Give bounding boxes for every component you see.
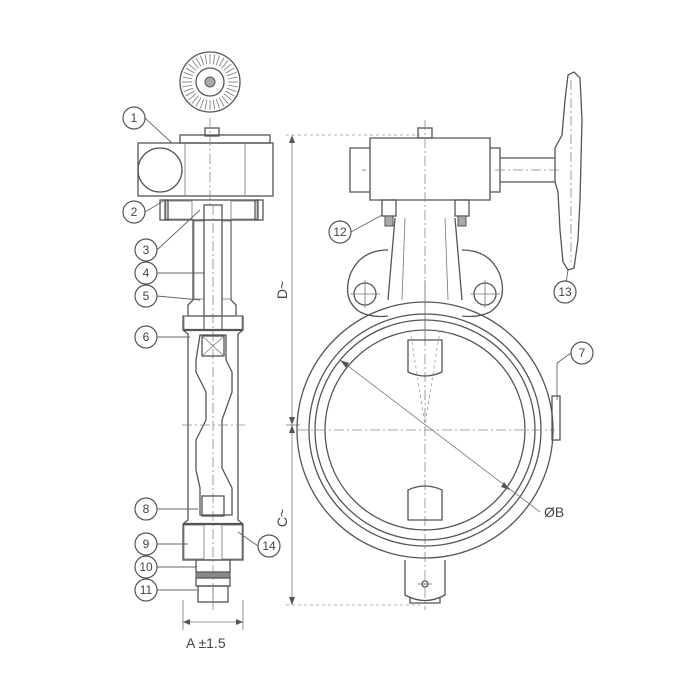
valve-body-section xyxy=(182,315,245,561)
balloon-13: 13 xyxy=(553,280,577,304)
disc-front xyxy=(407,329,443,521)
dial-tick xyxy=(215,55,220,66)
gearbox-front xyxy=(349,120,560,610)
dial-tick xyxy=(212,54,216,65)
neck-and-shaft xyxy=(187,204,237,610)
bottom-boss-front xyxy=(404,560,446,604)
dial-tick xyxy=(200,98,205,109)
bottom-plug xyxy=(195,559,231,603)
nameplate xyxy=(551,395,561,441)
dial-tick xyxy=(183,72,194,77)
balloon-2: 2 xyxy=(122,200,146,224)
balloon-14-label: 14 xyxy=(262,539,276,553)
dial-tick xyxy=(200,55,205,66)
dial-tick xyxy=(227,76,238,80)
dial-tick xyxy=(218,57,225,67)
side-view: A ±1.5 xyxy=(137,51,274,651)
dimension-c-label: C~ xyxy=(274,509,290,527)
balloon-7: 7 xyxy=(570,341,594,365)
dial-tick xyxy=(183,87,194,92)
balloon-3: 3 xyxy=(134,238,158,262)
balloon-8: 8 xyxy=(134,497,158,521)
dial-tick xyxy=(215,98,220,109)
balloon-7-label: 7 xyxy=(579,346,586,360)
neck-front xyxy=(387,217,463,301)
dial-tick xyxy=(191,60,199,69)
dimension-a: A ±1.5 xyxy=(182,600,244,651)
dial-tick xyxy=(195,97,202,107)
dimension-d-c: D~ C~ xyxy=(274,134,420,606)
balloon-13-label: 13 xyxy=(558,285,572,299)
dial-tick xyxy=(185,90,195,97)
balloon-6-label: 6 xyxy=(143,330,150,344)
dial-tick xyxy=(185,67,195,74)
dimension-b: ØB xyxy=(339,359,564,520)
balloon-10: 10 xyxy=(134,555,158,579)
dial-tick xyxy=(204,54,208,65)
dial-tick xyxy=(225,90,235,97)
mounting-flange xyxy=(159,199,264,221)
gearbox-side xyxy=(137,118,274,205)
dial-tick xyxy=(188,93,197,101)
dial-tick xyxy=(226,87,237,92)
handwheel xyxy=(554,71,583,271)
balloon-6: 6 xyxy=(134,325,158,349)
dial-tick xyxy=(195,57,202,67)
balloon-10-label: 10 xyxy=(139,560,153,574)
balloon-5-label: 5 xyxy=(143,289,150,303)
dial-tick xyxy=(221,60,229,69)
dial-tick xyxy=(223,93,232,101)
balloon-12-label: 12 xyxy=(333,225,347,239)
dimension-a-label: A ±1.5 xyxy=(186,635,226,651)
dial-tick xyxy=(204,99,208,110)
dial-tick xyxy=(182,76,193,80)
dial-tick xyxy=(182,84,193,88)
dial-tick xyxy=(227,84,238,88)
balloon-1-label: 1 xyxy=(131,111,138,125)
balloon-2-label: 2 xyxy=(131,205,138,219)
balloon-4: 4 xyxy=(134,261,158,285)
balloon-4-label: 4 xyxy=(143,266,150,280)
balloon-1: 1 xyxy=(122,106,146,130)
mounting-bolts-front xyxy=(381,199,470,227)
dial-tick xyxy=(191,95,199,104)
dimension-b-label: ØB xyxy=(544,504,564,520)
dial-tick xyxy=(188,63,197,71)
dial-tick xyxy=(221,95,229,104)
dial-tick xyxy=(225,67,235,74)
dial-tick xyxy=(212,99,216,110)
balloon-12: 12 xyxy=(328,220,352,244)
position-indicator-dial xyxy=(179,51,241,113)
body-rings xyxy=(296,280,555,559)
dial-tick xyxy=(223,63,232,71)
dial-tick xyxy=(226,72,237,77)
balloon-11: 11 xyxy=(134,578,158,602)
balloon-14: 14 xyxy=(257,534,281,558)
balloon-11-label: 11 xyxy=(140,583,153,597)
balloon-9: 9 xyxy=(134,532,158,556)
balloon-3-label: 3 xyxy=(143,243,150,257)
part-balloons: 1 2 3 4 5 6 7 8 xyxy=(122,106,594,602)
dial-tick xyxy=(218,97,225,107)
balloon-9-label: 9 xyxy=(143,537,150,551)
dimension-d-label: D~ xyxy=(274,281,290,299)
balloon-5: 5 xyxy=(134,284,158,308)
lugs xyxy=(346,249,504,318)
balloon-8-label: 8 xyxy=(143,502,150,516)
front-view: D~ C~ xyxy=(274,71,583,610)
